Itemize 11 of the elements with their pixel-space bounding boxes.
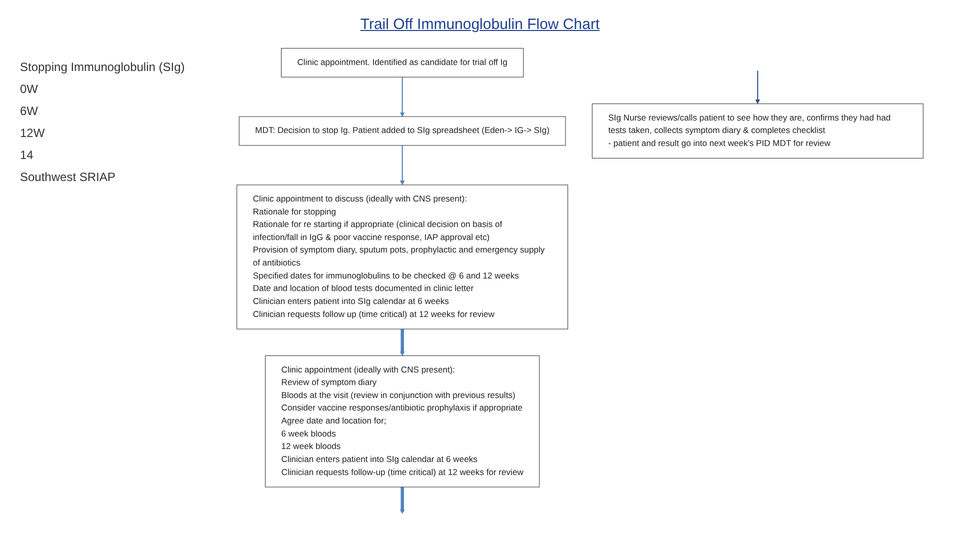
arrow [400,329,405,356]
title: Trail Off Immunoglobulin Flow Chart [359,16,601,33]
arrow [400,487,405,514]
arrow [400,145,405,186]
node-box: Clinic appointment (ideally with CNS present): Review of symptom diary Bloods at the visit (review in conjunction with previous results) Consider vaccine responses/antibiotic prophylaxis if appropriate Agree date and location for; 6 week bloods 12 week bloods Clinician enters patient into SIg calendar at 6 weeks Clinician requests follow-up (time critical) at 12 weeks for review [265,355,540,488]
node-box: Clinic appointment. Identified as candidate for trial off Ig [280,48,524,78]
node-box: SIg Nurse reviews/calls patient to see how they are, confirms they had had tests taken, collects symptom diary & completes checklist - patient and result go into next week's PID MDT for review [592,104,924,158]
arrow [755,70,760,104]
arrow [400,77,405,117]
node-box: MDT: Decision to stop Ig. Patient added to SIg spreadsheet (Eden-> IG-> SIg) [238,116,566,146]
node-box: Clinic appointment to discuss (ideally with CNS present): Rationale for stopping Rationale for re starting if appropriate (clinical decision on basis of infection/fall in IgG & poor vaccine response, IAP approval etc) Provision of symptom diary, sputum pots, prophylactic and emergency supply of antibiotics Specified dates for immunoglobulins to be checked @ 6 and 12 weeks Date and location of blood tests documented in clinic letter Clinician enters patient into SIg calendar at 6 weeks Clinician requests follow up (time critical) at 12 weeks for review [236,184,568,330]
